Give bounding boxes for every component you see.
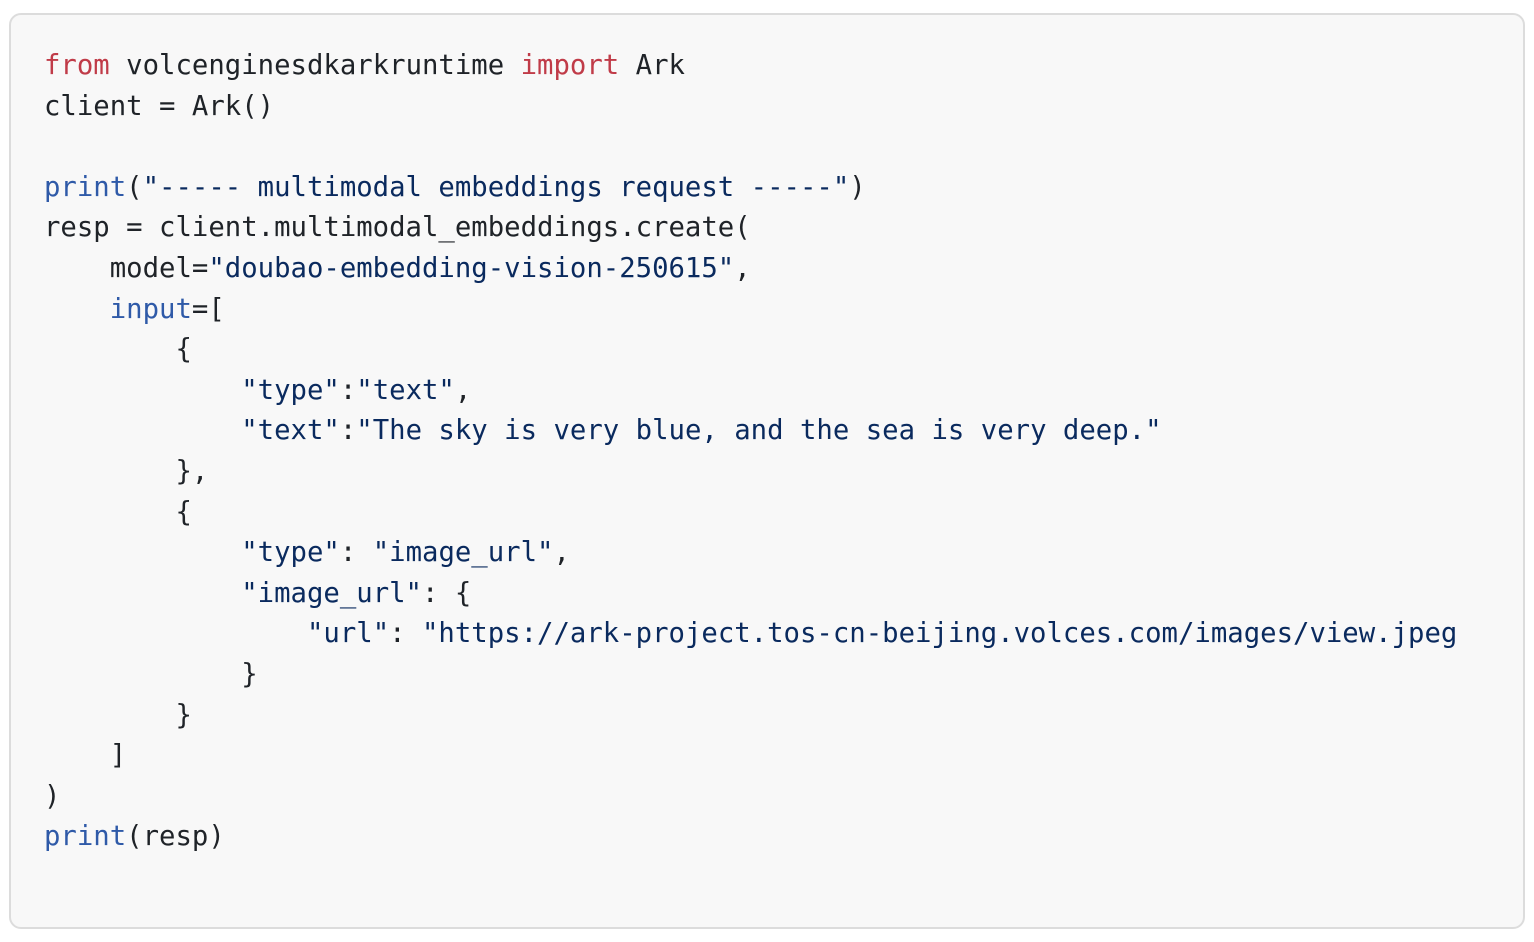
keyword-token: import — [520, 50, 620, 81]
code-line: ) — [44, 777, 1457, 818]
code-line: resp = client.multimodal_embeddings.crea… — [44, 208, 1457, 249]
string-token: "type" — [241, 374, 340, 406]
code-text: : — [339, 537, 373, 569]
code-line: { — [44, 330, 1457, 371]
code-text: , — [553, 537, 570, 569]
code-line — [44, 127, 1457, 168]
code-text — [44, 294, 110, 325]
code-text — [44, 375, 241, 406]
string-token: "----- multimodal embeddings request ---… — [142, 171, 850, 203]
code-line: } — [44, 655, 1457, 696]
code-text: volcenginesdkarkruntime — [109, 50, 521, 81]
code-text: client = Ark() — [44, 90, 275, 122]
code-text: ) — [44, 780, 61, 812]
code-line: input=[ — [44, 290, 1457, 331]
builtin-token: print — [44, 171, 127, 203]
builtin-token: print — [44, 821, 127, 853]
code-line: { — [44, 493, 1457, 534]
code-text: { — [44, 334, 192, 366]
code-text: }, — [44, 455, 209, 487]
string-token: "https://ark-project.tos-cn-beijing.volc… — [422, 618, 1458, 650]
keyword-token: from — [44, 50, 110, 81]
code-text: : — [389, 618, 422, 650]
string-token: "type" — [241, 537, 340, 569]
string-token: "text" — [241, 415, 340, 447]
code-text: =[ — [191, 293, 225, 325]
code-text: : — [339, 374, 357, 406]
code-text — [44, 618, 307, 649]
code-line: print(resp) — [44, 817, 1457, 858]
code-line: "type":"text", — [44, 371, 1457, 412]
string-token: "text" — [356, 374, 455, 406]
code-line: model="doubao-embedding-vision-250615", — [44, 249, 1457, 290]
code-text: { — [44, 496, 192, 528]
code-text: ) — [849, 171, 866, 203]
code-line: "type": "image_url", — [44, 533, 1457, 574]
code-line: from volcenginesdkarkruntime import Ark — [44, 46, 1457, 87]
code-line: }, — [44, 452, 1457, 493]
string-token: "The sky is very blue, and the sea is ve… — [356, 415, 1162, 447]
string-token: "url" — [306, 618, 390, 650]
code-line: } — [44, 696, 1457, 737]
code-text: model= — [44, 252, 209, 284]
code-line: "text":"The sky is very blue, and the se… — [44, 411, 1457, 452]
code-text: Ark — [619, 50, 685, 81]
code-text: : — [339, 415, 357, 447]
code-text: (resp) — [126, 821, 225, 853]
string-token: "image_url" — [241, 577, 422, 609]
code-text: } — [44, 658, 258, 690]
code-text: resp = client.multimodal_embeddings.crea… — [44, 212, 751, 244]
code-line: ] — [44, 736, 1457, 777]
code-text: , — [734, 252, 751, 284]
string-token: "doubao-embedding-vision-250615" — [208, 252, 735, 284]
code-text: } — [44, 699, 192, 731]
string-token: "image_url" — [372, 537, 554, 569]
code-text: , — [454, 374, 472, 406]
code-text — [44, 578, 241, 609]
code-line: client = Ark() — [44, 87, 1457, 128]
code-text: : { — [422, 577, 472, 609]
code-text: ] — [44, 740, 127, 772]
code-text — [44, 537, 241, 568]
code-text: ( — [126, 171, 143, 203]
code-line: print("----- multimodal embeddings reque… — [44, 168, 1457, 209]
code-text — [44, 415, 241, 446]
builtin-token: input — [109, 293, 192, 325]
code-line: "url": "https://ark-project.tos-cn-beiji… — [44, 614, 1457, 655]
code-line: "image_url": { — [44, 574, 1457, 615]
